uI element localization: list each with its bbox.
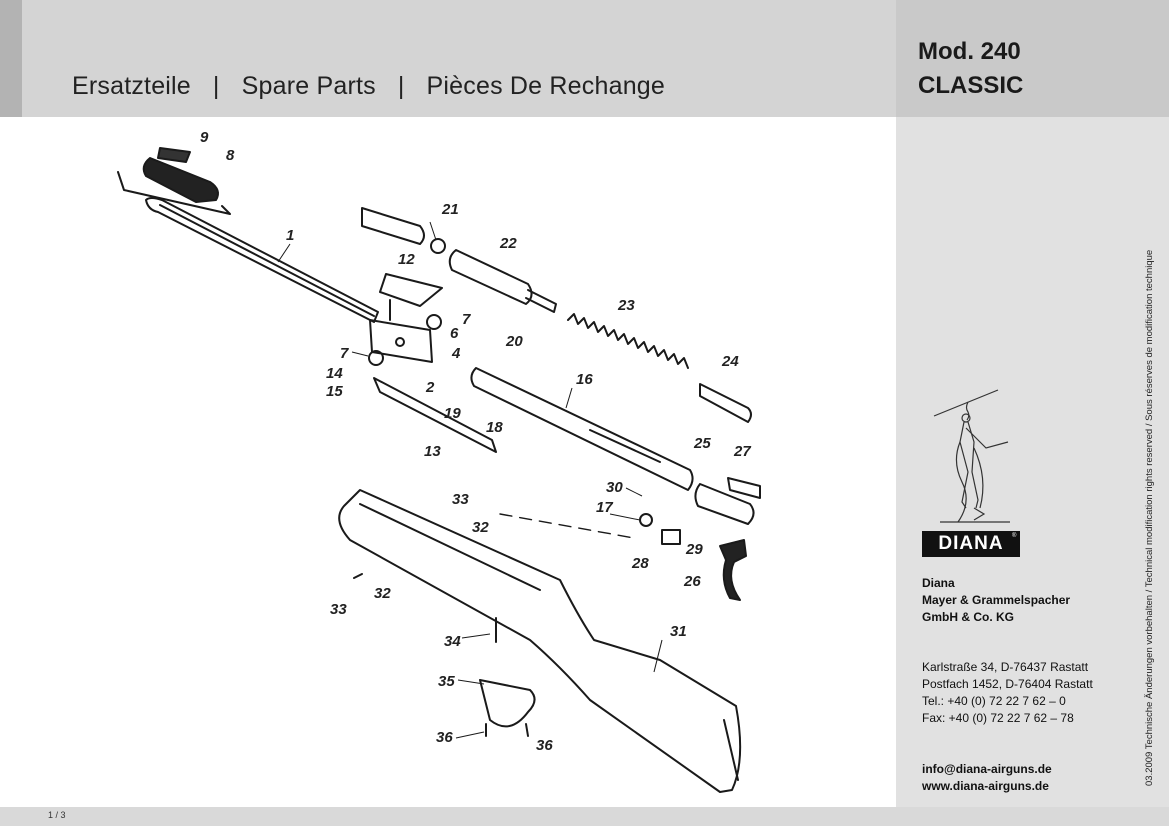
title-german: Ersatzteile (72, 72, 191, 100)
label-part-26: 26 (683, 573, 701, 590)
label-part-29: 29 (685, 541, 703, 558)
street-address: Karlstraße 34, D-76437 Rastatt (922, 660, 1089, 674)
label-part-8: 8 (226, 147, 235, 164)
title-separator: | (397, 72, 405, 100)
title-french: Pièces De Rechange (426, 72, 666, 100)
label-part-33: 33 (330, 601, 347, 618)
barrel-part (145, 197, 379, 323)
piston-part (448, 249, 557, 313)
header-accent-stripe (0, 0, 22, 117)
receiver-tube-part (470, 367, 694, 491)
label-part-35: 35 (438, 673, 455, 690)
label-part-17: 17 (596, 499, 613, 516)
label-part-30: 30 (606, 479, 623, 496)
diana-logo: DIANA (922, 531, 1020, 557)
website-link[interactable]: www.diana-airguns.de (922, 779, 1049, 793)
company-name-line2: Mayer & Grammelspacher (922, 593, 1071, 607)
footer-bar (0, 807, 1169, 826)
label-part-36: 36 (536, 737, 553, 754)
sidebar-panel (896, 0, 1169, 807)
label-part-21: 21 (441, 201, 459, 218)
company-name: Diana (922, 576, 955, 590)
label-part-13: 13 (424, 443, 441, 460)
front-sight-part (117, 147, 231, 215)
page-title: Ersatzteile | Spare Parts | Pièces De Rechan… (72, 72, 665, 101)
spring-guide-part (699, 383, 752, 423)
logo-text: DIANA (938, 533, 1004, 554)
label-part-20: 20 (505, 333, 523, 350)
assembly-line (499, 513, 635, 539)
header-bar: Ersatzteile | Spare Parts | Pièces De Rechan… (0, 0, 896, 117)
email-link[interactable]: info@diana-airguns.de (922, 762, 1052, 776)
label-part-9: 9 (200, 129, 209, 146)
label-part-7: 7 (462, 311, 471, 328)
label-part-14: 14 (326, 365, 343, 382)
label-part-18: 18 (486, 419, 503, 436)
diana-goddess-icon (933, 389, 1010, 523)
trigger-guard-part (479, 679, 536, 728)
label-part-32: 32 (472, 519, 489, 536)
modification-notice: 03.2009 Technische Änderungen vorbehalte… (1144, 249, 1155, 786)
label-part-1: 1 (286, 227, 294, 244)
screw-part (639, 513, 653, 527)
page-number: 1 / 3 (48, 810, 66, 820)
label-part-25: 25 (693, 435, 711, 452)
registered-mark: ® (1012, 533, 1017, 539)
screw-part (525, 723, 529, 737)
trigger-part (719, 539, 747, 601)
label-part-31: 31 (670, 623, 687, 640)
company-name-line3: GmbH & Co. KG (922, 610, 1014, 624)
label-part-4: 4 (451, 345, 461, 362)
label-part-22: 22 (499, 235, 517, 252)
trigger-link-part (373, 377, 497, 453)
washer-part (426, 314, 442, 330)
label-part-6: 6 (450, 325, 459, 342)
label-part-23: 23 (617, 297, 635, 314)
washer-part (368, 350, 384, 366)
label-part-19: 19 (444, 405, 461, 422)
label-part-28: 28 (631, 555, 649, 572)
breech-block-part (369, 273, 443, 363)
screw-part (353, 573, 363, 579)
trigger-block-part (661, 529, 681, 545)
label-part-12: 12 (398, 251, 415, 268)
model-name: CLASSIC (918, 72, 1024, 99)
fax: Fax: +40 (0) 72 22 7 62 – 78 (922, 711, 1074, 725)
leader-lines (277, 221, 663, 739)
compression-tube-part (361, 207, 446, 254)
telephone: Tel.: +40 (0) 72 22 7 62 – 0 (922, 694, 1066, 708)
label-part-27: 27 (733, 443, 751, 460)
postal-address: Postfach 1452, D-76404 Rastatt (922, 677, 1093, 691)
title-separator: | (212, 72, 220, 100)
label-part-16: 16 (576, 371, 593, 388)
stock-part (338, 489, 742, 793)
title-english: Spare Parts (241, 72, 376, 100)
model-box (896, 0, 1169, 117)
end-cap-part (694, 483, 755, 525)
label-part-33: 33 (452, 491, 469, 508)
part-number-labels: 9 8 1 21 22 12 23 7 6 20 7 4 24 14 16 2 … (200, 129, 751, 754)
label-part-32: 32 (374, 585, 391, 602)
label-part-2: 2 (425, 379, 435, 396)
mainspring-part (567, 313, 689, 369)
label-part-34: 34 (444, 633, 461, 650)
label-part-15: 15 (326, 383, 343, 400)
model-number: Mod. 240 (918, 38, 1021, 65)
label-part-24: 24 (721, 353, 739, 370)
label-part-36: 36 (436, 729, 453, 746)
safety-part (727, 477, 761, 499)
exploded-parts-diagram: 9 8 1 21 22 12 23 7 6 20 7 4 24 14 16 2 … (117, 129, 761, 793)
label-part-7: 7 (340, 345, 349, 362)
